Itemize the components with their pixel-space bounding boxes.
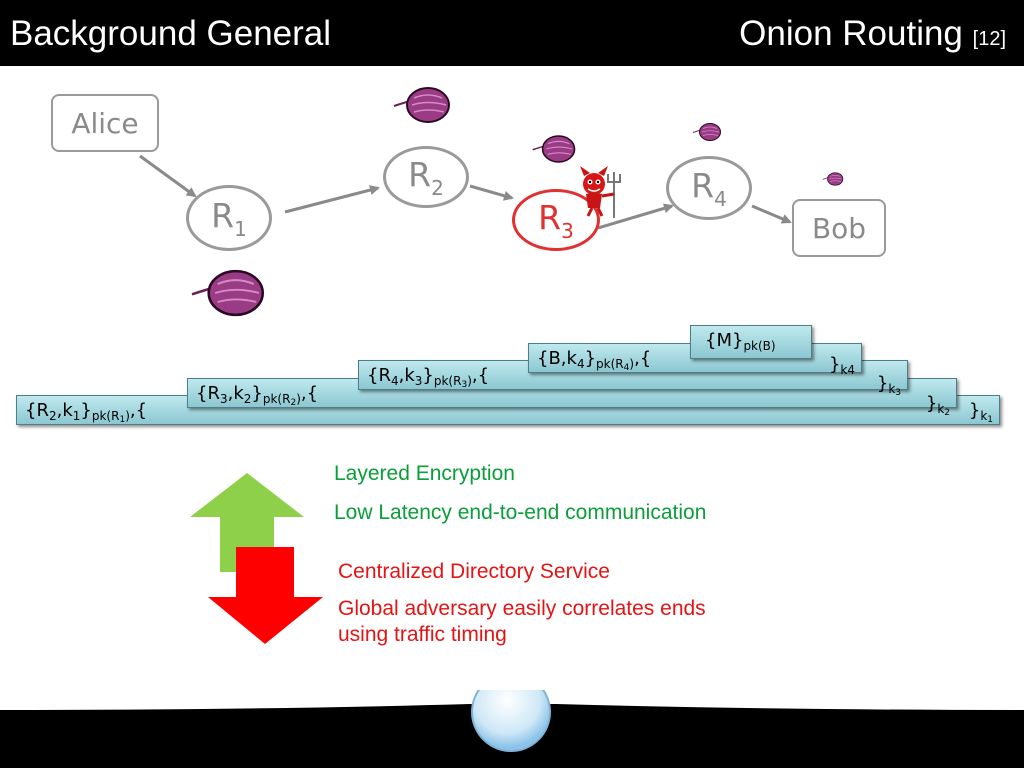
layer-4-left: {B,k4}pk(R4),{	[537, 348, 652, 373]
onion-icon	[532, 135, 576, 163]
onion-layer-1: {R2,k1}pk(R1),{ }k1	[16, 395, 1000, 425]
relay-r3-compromised: R3	[512, 189, 600, 251]
onion-layer-5: {M}pk(B)	[690, 325, 812, 359]
slide-topic: Onion Routing [12]	[739, 16, 1006, 51]
layer-1-right: }k1	[968, 400, 993, 425]
layer-2-left: {R3,k2}pk(R2),{	[196, 383, 319, 408]
pro-low-latency: Low Latency end-to-end communication	[334, 501, 707, 524]
devil-icon	[580, 166, 621, 218]
con-global-adversary-line-2: using traffic timing	[338, 623, 507, 646]
alice-label: Alice	[71, 106, 139, 140]
arrow-r2-r3	[469, 184, 514, 201]
reference-label: [12]	[972, 28, 1006, 50]
bob-box: Bob	[792, 199, 886, 257]
bob-label: Bob	[811, 211, 867, 245]
r1-label: R1	[211, 195, 247, 241]
up-arrow-icon	[190, 473, 304, 572]
onion-icon	[191, 269, 264, 317]
arrow-r3-r4	[597, 203, 674, 230]
relay-r4: R4	[666, 156, 752, 220]
relay-r1: R1	[186, 185, 272, 251]
layer-3-right: }k3	[876, 373, 901, 398]
onion-icon	[692, 123, 721, 141]
topic-text: Onion Routing	[739, 14, 963, 53]
slide-title: Background General	[10, 14, 332, 53]
footer-bar	[0, 690, 1024, 768]
con-centralized-directory: Centralized Directory Service	[338, 560, 610, 583]
r2-label: R2	[408, 154, 444, 200]
con-global-adversary-line-1: Global adversary easily correlates ends	[338, 597, 706, 620]
layer-4-right: }k4	[828, 354, 855, 377]
layer-2-right: }k2	[925, 393, 950, 418]
pro-layered-encryption: Layered Encryption	[334, 462, 515, 485]
r4-label: R4	[691, 165, 727, 211]
r3-label: R3	[538, 197, 574, 243]
layer-3-left: {R4,k3}pk(R3),{	[367, 365, 490, 390]
bubble-icon	[471, 690, 551, 752]
title-bar: Background General Onion Routing [12]	[0, 0, 1024, 66]
arrow-alice-r1	[139, 154, 197, 198]
onion-icon	[393, 87, 450, 123]
arrow-r1-r2	[284, 185, 380, 214]
down-arrow-icon	[208, 547, 323, 644]
relay-r2: R2	[383, 146, 469, 208]
alice-box: Alice	[51, 94, 159, 152]
route-arrows	[139, 154, 792, 230]
arrow-r4-bob	[751, 204, 792, 224]
layer-5-text: {M}pk(B)	[705, 330, 776, 353]
onion-icon	[822, 172, 844, 186]
layer-1-left: {R2,k1}pk(R1),{	[25, 400, 148, 425]
